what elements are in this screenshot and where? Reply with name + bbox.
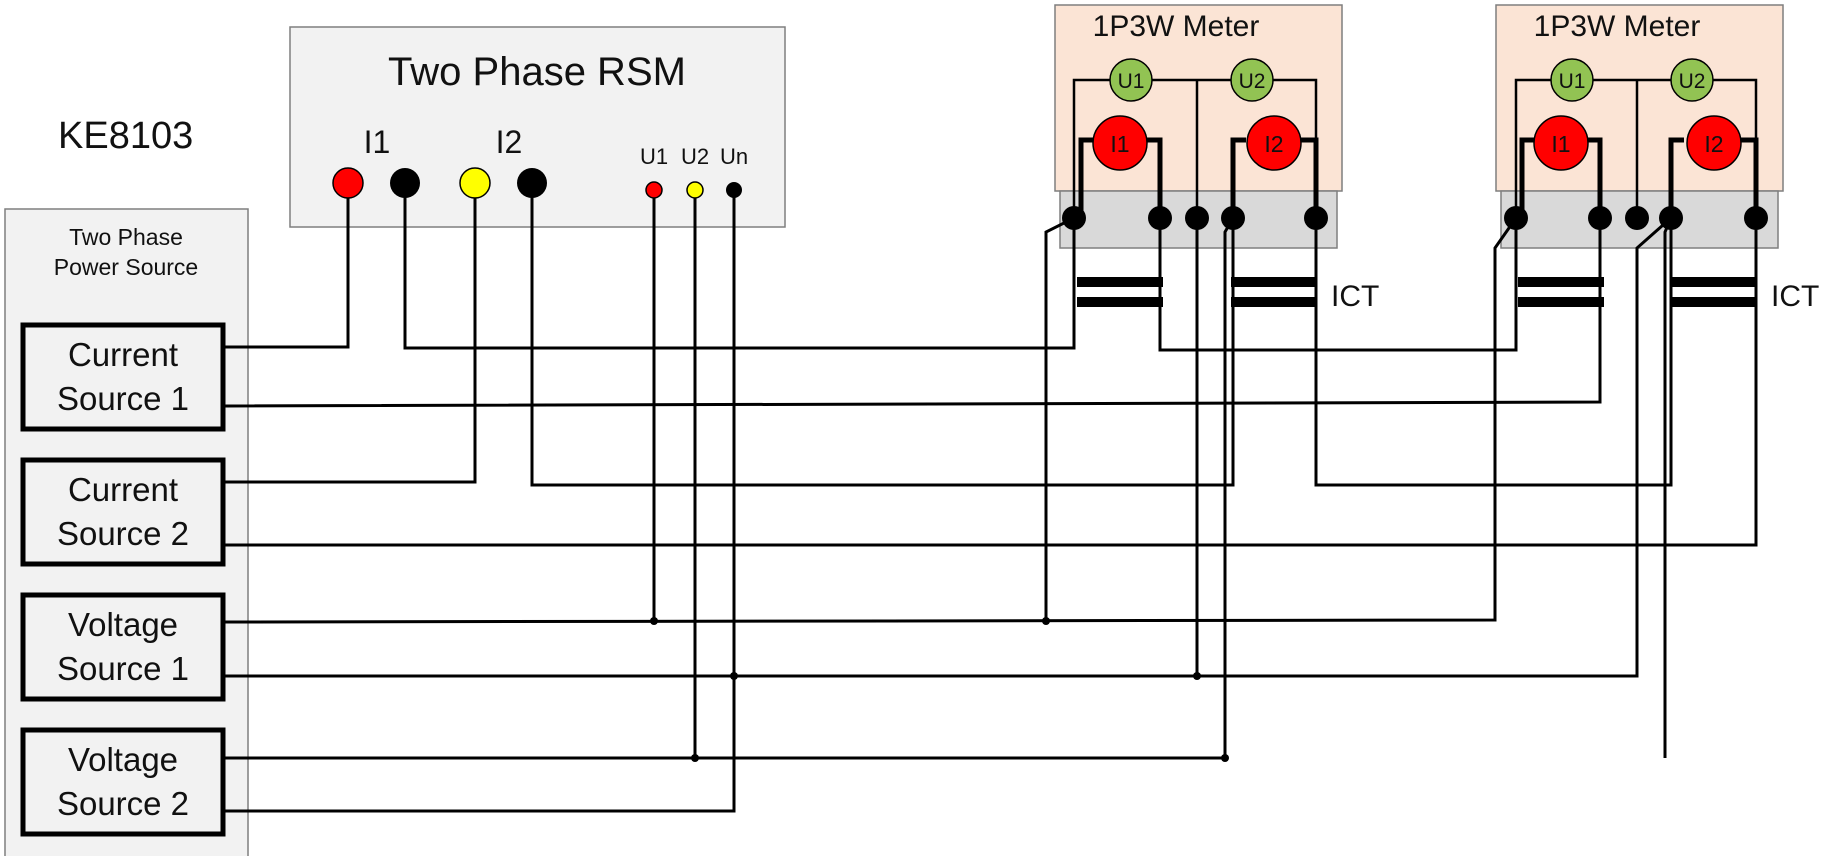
rsm-i2-black-terminal [517,168,547,198]
rsm-unit: Two Phase RSM I1 I2 U1 U2 Un [289,26,786,228]
wire-rsm-i1-out-to-meter1 [403,183,1076,350]
meter-2-i1-element [1533,115,1589,171]
meter-2-i2-element [1686,115,1742,171]
rsm-i2-label: I2 [496,124,523,160]
meter-2-i2-label: I2 [1704,131,1723,157]
rsm-i1-red-terminal [332,167,364,199]
rsm-u1-label: U1 [640,144,668,169]
wire-vs1 [224,217,1518,624]
current-source-1-line1: Current [68,336,178,373]
wire-vs2-to-rsm-un [225,190,736,813]
meter-1-i1-element [1092,115,1148,171]
rsm-u2-terminal [686,181,704,199]
voltage-source-2-line1: Voltage [68,741,178,778]
wire-vs1-to-meter1-u1 [1044,216,1075,621]
meter-1-title: 1P3W Meter [1093,10,1260,43]
voltage-source-1-line1: Voltage [68,606,178,643]
current-source-2-box [20,457,226,567]
wires [224,183,1758,813]
junction-dot [730,672,738,680]
meter-2-u1-label: U1 [1559,70,1586,93]
wire-vs2 [225,216,1672,678]
meter-1-internals: U1 U2 I1 I2 ICT [1062,58,1379,313]
voltage-source-1-box [20,592,226,702]
meter-2-u2-label: U2 [1679,70,1706,93]
voltage-source-2-line2: Source 2 [57,785,189,822]
wire-cs1-to-rsm-i1 [225,183,350,349]
rsm-title: Two Phase RSM [388,50,686,94]
rsm-un-terminal [726,182,742,198]
power-source-title-line2: Power Source [54,254,198,280]
rsm-i2-yellow-terminal [459,167,491,199]
meter-2-u2-element [1670,58,1714,102]
meter-1-u1-element [1109,58,1153,102]
meter-2-i1-label: I1 [1551,131,1570,157]
meter-2-internals: U1 U2 I1 I2 ICT [1504,58,1819,313]
rsm-i1-black-terminal [390,168,420,198]
junction-dot [1221,754,1229,762]
wire-meter2-i2-return-to-cs2 [225,218,1758,547]
current-source-2-line2: Source 2 [57,515,189,552]
wire-rsm-i2-out-to-meter1 [530,183,1235,487]
power-source-title-line1: Two Phase [69,224,183,250]
wire-junctions [650,617,1229,762]
voltage-source-2-box [20,727,226,837]
rsm-u2-label: U2 [681,144,709,169]
rsm-u1-terminal [645,181,663,199]
junction-dot [1193,672,1201,680]
power-source-unit: Two Phase Power Source Current Source 1 … [4,208,249,856]
current-source-1-box [20,322,226,432]
model-label: KE8103 [58,115,193,157]
meter-1-u1-label: U1 [1118,70,1145,93]
meter-1-i2-element [1246,115,1302,171]
rsm-terminals [332,167,742,199]
rsm-i1-label: I1 [364,124,391,160]
junction-dot [650,617,658,625]
junction-dot [1042,617,1050,625]
meter-2-u1-element [1550,58,1594,102]
meter-1-u2-element [1230,58,1274,102]
meter-1-i2-label: I2 [1264,131,1283,157]
voltage-source-1-line2: Source 1 [57,650,189,687]
rsm-un-label: Un [720,144,748,169]
wire-cs2-to-rsm-i2 [225,183,477,484]
meter-1-i1-label: I1 [1110,131,1129,157]
current-source-1-line2: Source 1 [57,380,189,417]
meter-2-ict-label: ICT [1771,280,1819,313]
meter-2-title: 1P3W Meter [1534,10,1701,43]
meter-1-ict-label: ICT [1331,280,1379,313]
wire-meter2-i1-return-to-cs1 [224,218,1602,408]
junction-dot [691,754,699,762]
current-source-2-line1: Current [68,471,178,508]
meter-1-u2-label: U2 [1239,70,1266,93]
